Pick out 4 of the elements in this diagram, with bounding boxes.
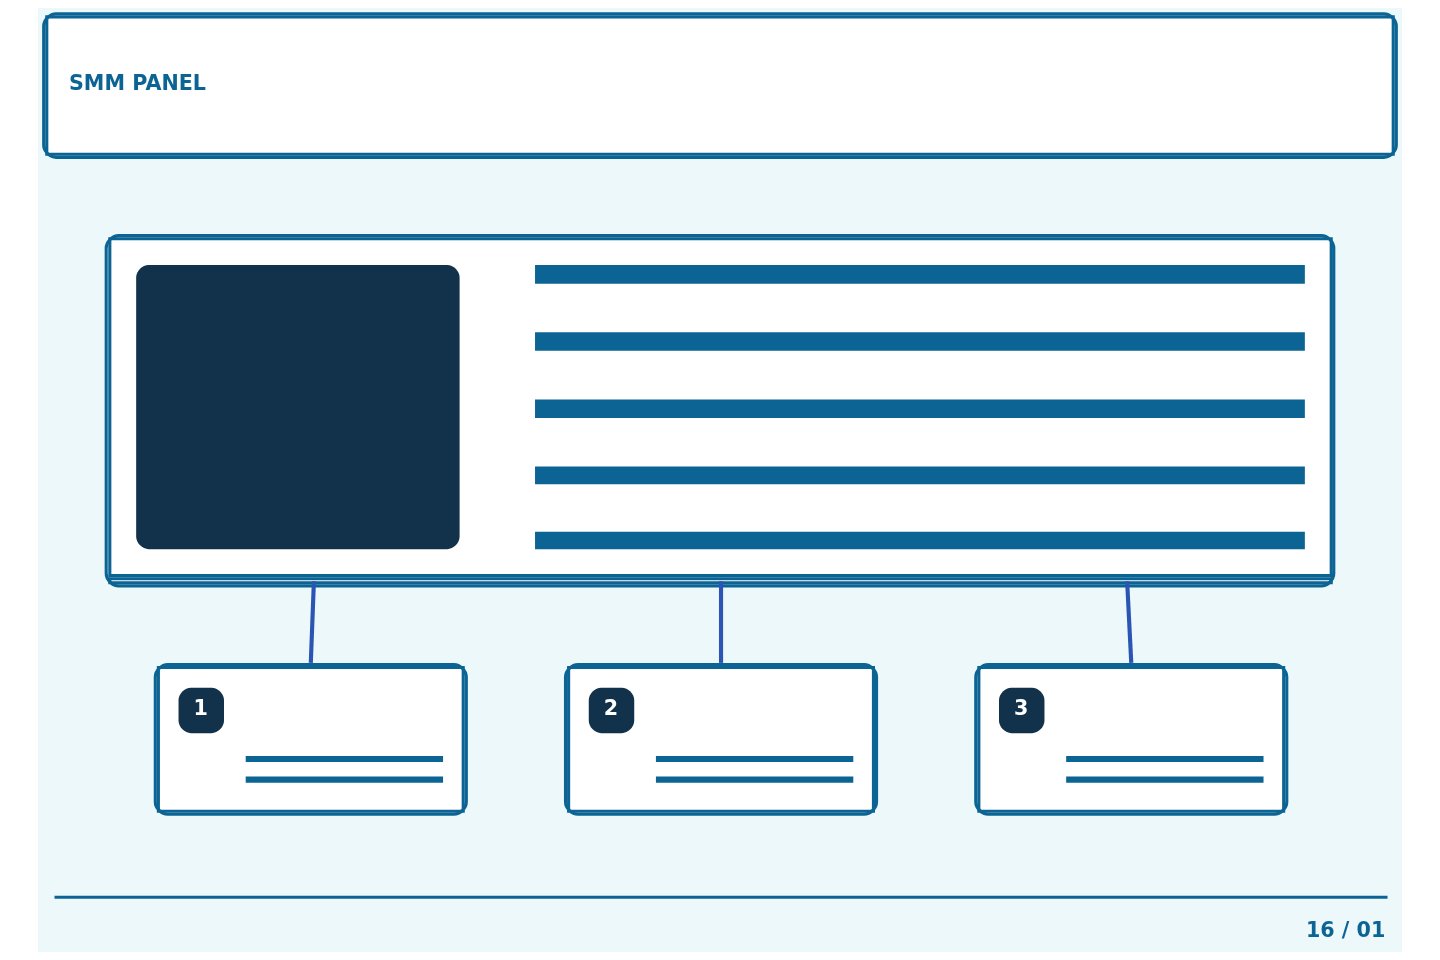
label: 16 / 01	[1305, 917, 1386, 942]
connector	[718, 581, 724, 663]
connector	[1125, 581, 1134, 663]
connector	[308, 581, 316, 663]
